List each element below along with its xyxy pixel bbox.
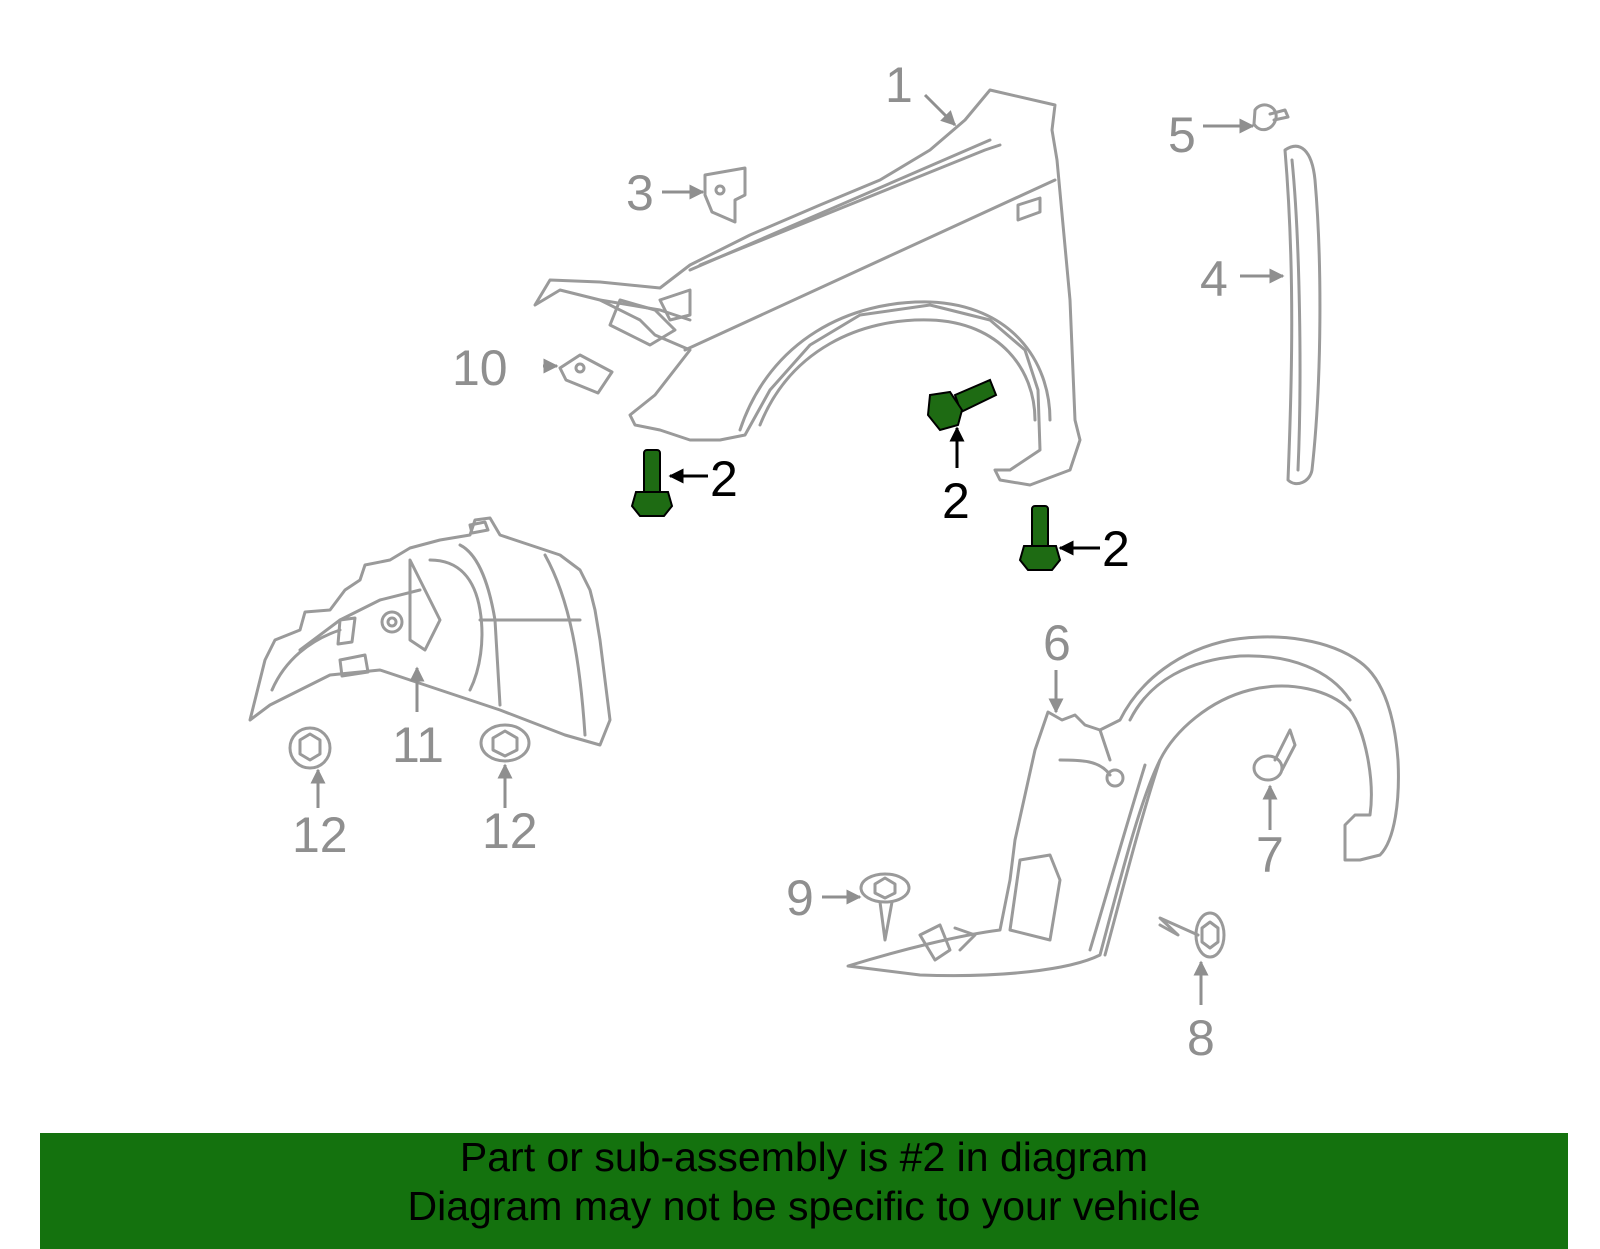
callout-2-left: 2	[710, 451, 738, 507]
callout-6: 6	[1043, 615, 1071, 671]
callout-12-left: 12	[292, 807, 348, 863]
screw-part-8	[1158, 911, 1226, 959]
clip-part-10	[558, 353, 614, 395]
bolt-part-2-right	[1018, 505, 1062, 571]
callout-2-right: 2	[1102, 521, 1130, 577]
callout-12-right: 12	[482, 803, 538, 859]
info-banner: Part or sub-assembly is #2 in diagram Di…	[40, 1133, 1568, 1249]
banner-line-1: Part or sub-assembly is #2 in diagram	[459, 1134, 1149, 1180]
callout-9: 9	[786, 870, 814, 926]
callout-7: 7	[1256, 827, 1284, 883]
bracket-part-3	[703, 166, 747, 224]
callout-4: 4	[1200, 251, 1228, 307]
fender-part-1	[533, 88, 1082, 487]
nut-part-12-left	[288, 726, 332, 770]
callout-5: 5	[1168, 107, 1196, 163]
callout-3: 3	[626, 165, 654, 221]
bolt-part-2-middle	[926, 378, 998, 432]
screw-part-9	[859, 872, 911, 942]
callout-arrows	[310, 93, 1285, 1005]
callout-2-middle: 2	[942, 473, 970, 529]
nut-part-12-right	[479, 723, 531, 763]
callout-1: 1	[885, 57, 913, 113]
callout-8: 8	[1187, 1010, 1215, 1066]
callout-11: 11	[392, 717, 444, 773]
liner-part-11	[248, 516, 612, 747]
liner-part-6	[846, 635, 1400, 978]
pin-part-7	[1252, 728, 1297, 782]
callout-10: 10	[452, 340, 508, 396]
banner-line-2: Diagram may not be specific to your vehi…	[407, 1183, 1201, 1229]
clip-part-5	[1252, 103, 1290, 132]
moulding-part-4	[1283, 144, 1322, 486]
bolt-part-2-left	[630, 449, 674, 517]
